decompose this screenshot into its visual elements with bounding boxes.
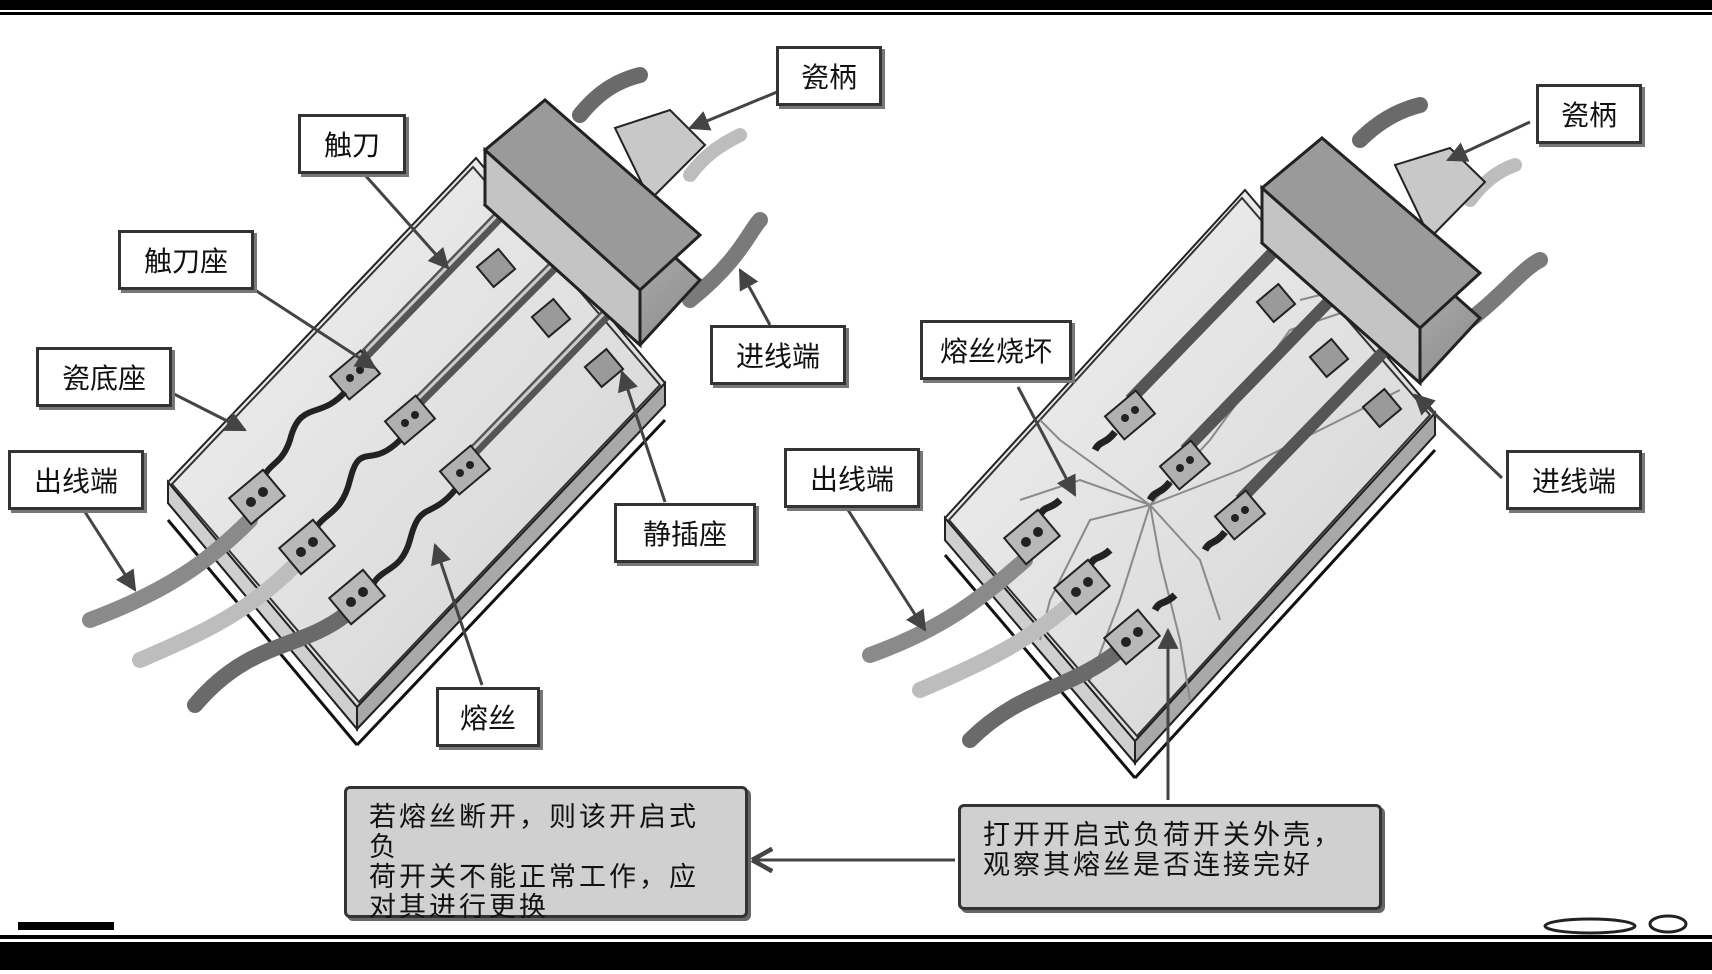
left-switch: [82, 67, 768, 747]
label-blade: 触刀: [298, 114, 406, 174]
left-outlet-wire-2: [132, 557, 303, 668]
right-outlet-wire-1: [862, 552, 1033, 663]
left-outlet-wire-3: [187, 607, 353, 713]
label-porcelain-handle-right: 瓷柄: [1536, 84, 1642, 144]
label-porcelain-base: 瓷底座: [36, 347, 172, 407]
corner-scribble: [1543, 914, 1688, 935]
bottom-left-mark: [18, 922, 114, 930]
right-blade-seats: [1103, 389, 1267, 541]
right-outlet-wire-2: [912, 592, 1083, 698]
leader-lines: [83, 90, 1531, 874]
top-bar: [0, 0, 1712, 10]
note-inspect-fuse: 打开开启式负荷开关外壳， 观察其熔丝是否连接完好: [958, 804, 1382, 910]
label-fuse: 熔丝: [436, 687, 540, 747]
label-outlet-right: 出线端: [784, 448, 920, 508]
label-static-socket: 静插座: [614, 503, 756, 563]
label-inlet-left: 进线端: [710, 325, 846, 385]
right-inlet-wire-1: [1352, 97, 1428, 148]
label-inlet-right: 进线端: [1506, 450, 1642, 510]
bottom-right-mark: [1518, 955, 1628, 970]
right-outlet-terminals: [1002, 508, 1162, 666]
left-blades: [355, 198, 625, 460]
right-porcelain-handle: [1259, 136, 1487, 387]
bottom-bar: [0, 942, 1712, 970]
left-porcelain-handle: [482, 98, 707, 349]
left-inlet-wire-3: [682, 212, 768, 308]
left-outlet-terminals: [227, 468, 387, 626]
right-inlet-wire-2: [1463, 158, 1522, 207]
left-static-sockets: [475, 247, 625, 389]
right-static-sockets: [1255, 282, 1403, 429]
note-replace-fuse: 若熔丝断开，则该开启式负 荷开关不能正常工作，应 对其进行更换: [344, 786, 748, 923]
right-outlet-wire-3: [962, 642, 1128, 748]
label-blade-seat: 触刀座: [118, 230, 254, 290]
label-fuse-burnt: 熔丝烧坏: [920, 320, 1072, 380]
right-switch: [862, 97, 1548, 780]
label-outlet-left: 出线端: [8, 450, 144, 510]
right-blades: [1125, 240, 1400, 505]
left-inlet-wire-2: [683, 128, 747, 182]
top-bar-thin: [0, 12, 1712, 15]
left-fuses: [257, 389, 458, 592]
bottom-bar-thin: [0, 935, 1712, 939]
label-porcelain-handle-left: 瓷柄: [776, 46, 882, 106]
left-inlet-wire-1: [572, 67, 648, 123]
left-outlet-wire-1: [82, 512, 258, 628]
